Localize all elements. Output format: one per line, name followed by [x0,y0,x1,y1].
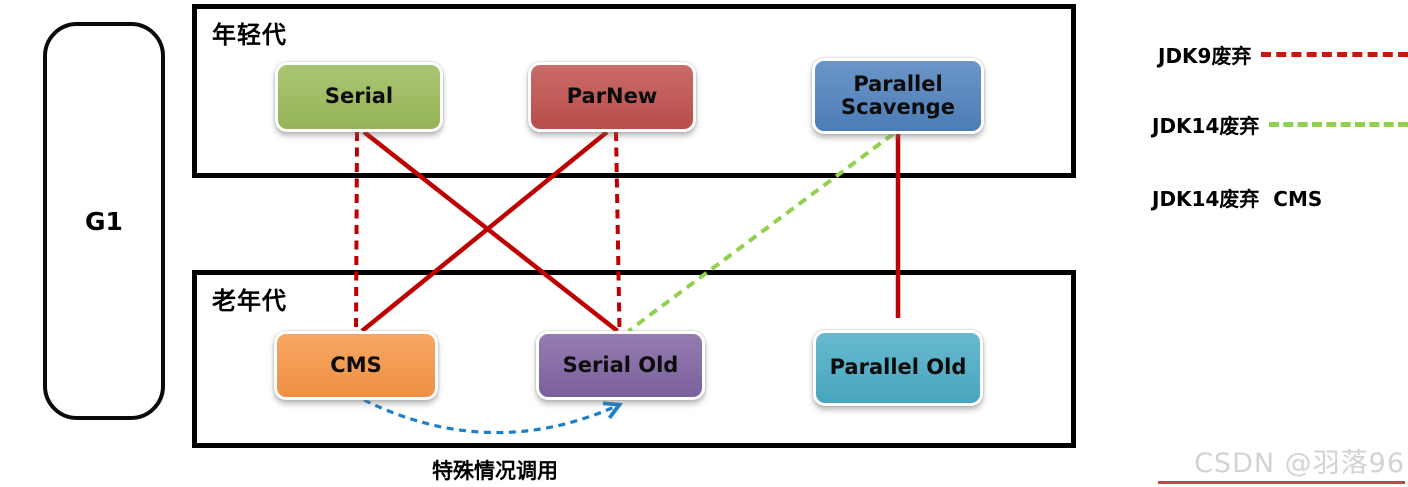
special-call-caption: 特殊情况调用 [432,459,558,483]
legend-label-jdk14: JDK14废弃 [1152,114,1260,138]
legend-item-jdk14-deprecated-cms: JDK14废弃 CMS [1152,183,1408,212]
watermark-underline [1158,481,1405,484]
g1-node: G1 [43,22,165,420]
legend-item-jdk9-deprecated: JDK9废弃 [1158,40,1408,69]
young-generation-label: 年轻代 [212,21,287,49]
legend-label-jdk9: JDK9废弃 [1158,44,1252,68]
watermark-text: CSDN @羽落96 [1194,448,1405,479]
gc-node-parnew: ParNew [528,62,696,132]
gc-node-parallel-old-label: Parallel Old [829,355,967,380]
gc-node-parallel-old: Parallel Old [813,330,983,406]
gc-node-cms: CMS [274,331,438,400]
legend-dash-green [1269,122,1408,127]
gc-node-serial-label: Serial [324,84,394,109]
g1-label: G1 [85,206,123,236]
gc-node-serial: Serial [275,62,443,132]
legend-dash-red [1261,52,1408,57]
old-generation-label: 老年代 [212,287,287,315]
gc-node-parallel-scavenge: Parallel Scavenge [812,58,984,134]
gc-node-serial-old: Serial Old [536,331,705,400]
gc-node-cms-label: CMS [330,352,382,377]
legend-label-jdk14-cms: JDK14废弃 CMS [1152,187,1323,211]
gc-node-parnew-label: ParNew [566,84,658,109]
gc-node-serial-old-label: Serial Old [562,352,679,377]
legend-item-jdk14-deprecated: JDK14废弃 [1152,110,1408,139]
gc-node-parallel-scavenge-label: Parallel Scavenge [841,71,955,119]
